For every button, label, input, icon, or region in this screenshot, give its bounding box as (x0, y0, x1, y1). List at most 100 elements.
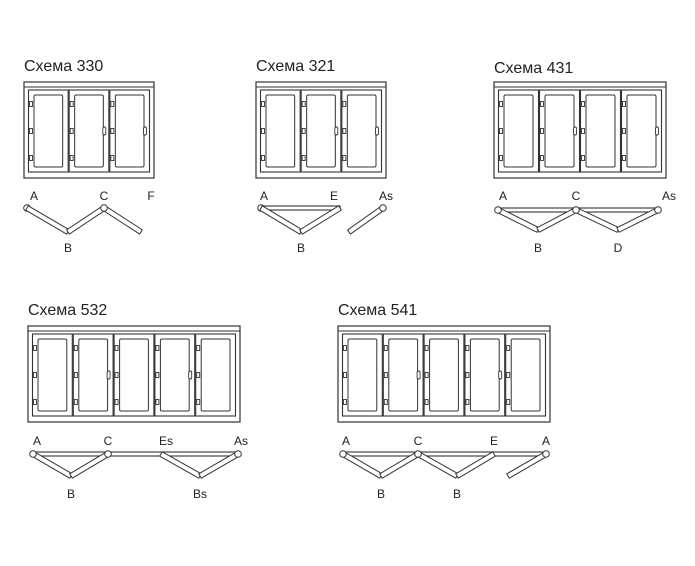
door-panel (341, 89, 383, 173)
hinge (383, 372, 388, 378)
hinge-pivot (234, 450, 242, 458)
panel-glass (346, 94, 377, 168)
fold-label-top: A (342, 434, 350, 448)
fold-label-bottom: B (377, 487, 385, 501)
hinge (343, 399, 347, 405)
hinge-pivot (542, 450, 550, 458)
hinge (383, 345, 388, 351)
hinge-pivot (572, 206, 580, 214)
hinge (261, 128, 265, 134)
fold-label-top: A (499, 189, 507, 203)
hinge (342, 101, 347, 107)
door-panel (538, 89, 581, 173)
hinge (506, 372, 511, 378)
hinge (342, 155, 347, 161)
hinge (622, 155, 626, 161)
door-panel (154, 333, 196, 417)
fold-label-top: C (414, 434, 423, 448)
fold-label-top: A (542, 434, 550, 448)
panel-glass (159, 338, 190, 412)
door-panel (505, 333, 547, 417)
fold-label-top: A (260, 189, 268, 203)
door-handle (573, 126, 577, 136)
hinge (424, 345, 429, 351)
hinge (114, 345, 119, 351)
panel-glass (74, 94, 104, 168)
fold-label-bottom: B (534, 241, 542, 255)
hinge (342, 128, 347, 134)
fold-label-bottom: B (64, 241, 72, 255)
panel-glass (626, 94, 657, 168)
panel-glass (469, 338, 500, 412)
hinge-pivot (339, 450, 347, 458)
hinge (196, 372, 201, 378)
panel-glass (114, 94, 145, 168)
panel-glass (265, 94, 296, 168)
fold-label-top: A (33, 434, 41, 448)
hinge (110, 155, 115, 161)
fold-label-top: Es (159, 434, 173, 448)
panel-glass (306, 94, 336, 168)
hinge (301, 128, 306, 134)
panel-glass (37, 338, 68, 412)
fold-label-top: F (147, 189, 154, 203)
hinge (499, 155, 503, 161)
hinge (465, 345, 470, 351)
hinge (581, 128, 585, 134)
fold-label-top: C (572, 189, 581, 203)
door-handle (143, 126, 147, 136)
door-handle (334, 126, 339, 136)
folded-leaf (101, 205, 144, 235)
fold-label-top: A (30, 189, 38, 203)
panel-glass (200, 338, 231, 412)
hinge (33, 345, 37, 351)
door-panel (341, 333, 383, 417)
hinge (622, 128, 626, 134)
hinge (29, 101, 33, 107)
panel-glass (119, 338, 149, 412)
hinge (465, 372, 470, 378)
hinge (155, 399, 160, 405)
fold-label-bottom: Bs (193, 487, 207, 501)
door-panel (579, 89, 622, 173)
door-panel (109, 89, 151, 173)
hinge (424, 372, 429, 378)
hinge (499, 128, 503, 134)
door-panel (423, 333, 465, 417)
door-panel (382, 333, 424, 417)
hinge-pivot (104, 450, 112, 458)
fold-label-bottom: B (297, 241, 305, 255)
hinge (343, 345, 347, 351)
hinge (301, 101, 306, 107)
panel-glass (388, 338, 419, 412)
fold-label-top: C (100, 189, 109, 203)
folded-leaf (346, 205, 386, 235)
track-rail (32, 451, 239, 457)
hinge (155, 345, 160, 351)
hinge (33, 372, 37, 378)
panel-glass (503, 94, 534, 168)
panel-glass (510, 338, 541, 412)
hinge-pivot (29, 450, 37, 458)
panel-glass (347, 338, 378, 412)
fold-label-top: E (490, 434, 498, 448)
hinge (506, 399, 511, 405)
hinge (69, 101, 74, 107)
folded-leaf (25, 205, 70, 235)
door-handle (375, 126, 379, 136)
scheme-title: Схема 541 (338, 302, 417, 319)
door-panel (195, 333, 237, 417)
door-panel (31, 333, 73, 417)
hinge (114, 372, 119, 378)
fold-label-bottom: B (67, 487, 75, 501)
fold-label-top: C (104, 434, 113, 448)
folded-leaf (65, 205, 107, 235)
hinge (33, 399, 37, 405)
hinge (196, 345, 201, 351)
